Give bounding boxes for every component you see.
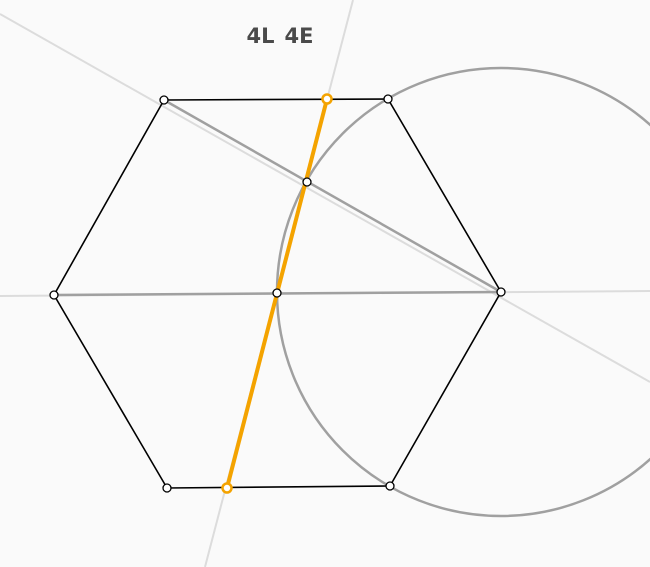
hexagon-vertex-left[interactable] (49, 290, 59, 300)
lines-move-count: 4L (246, 24, 275, 48)
euclid-move-count: 4E (284, 24, 314, 48)
hexagon-vertex-bottom-right[interactable] (385, 481, 395, 491)
hexagon-vertex-top-left[interactable] (159, 95, 169, 105)
hexagon-vertex-top-right[interactable] (383, 94, 393, 104)
points[interactable] (49, 94, 506, 493)
solution-points[interactable] (221, 93, 333, 494)
solution-point-top[interactable] (321, 93, 333, 105)
hexagon-vertex-bottom-left[interactable] (162, 483, 172, 493)
intersection-point-center[interactable] (272, 288, 282, 298)
move-counter: 4L 4E (0, 24, 560, 48)
extension-line-diagonal (0, 13, 650, 383)
hexagon-vertex-right[interactable] (496, 287, 506, 297)
intersection-point-upper[interactable] (302, 177, 312, 187)
construction-line-diagonal (163, 98, 502, 294)
solution-point-bottom[interactable] (221, 482, 233, 494)
